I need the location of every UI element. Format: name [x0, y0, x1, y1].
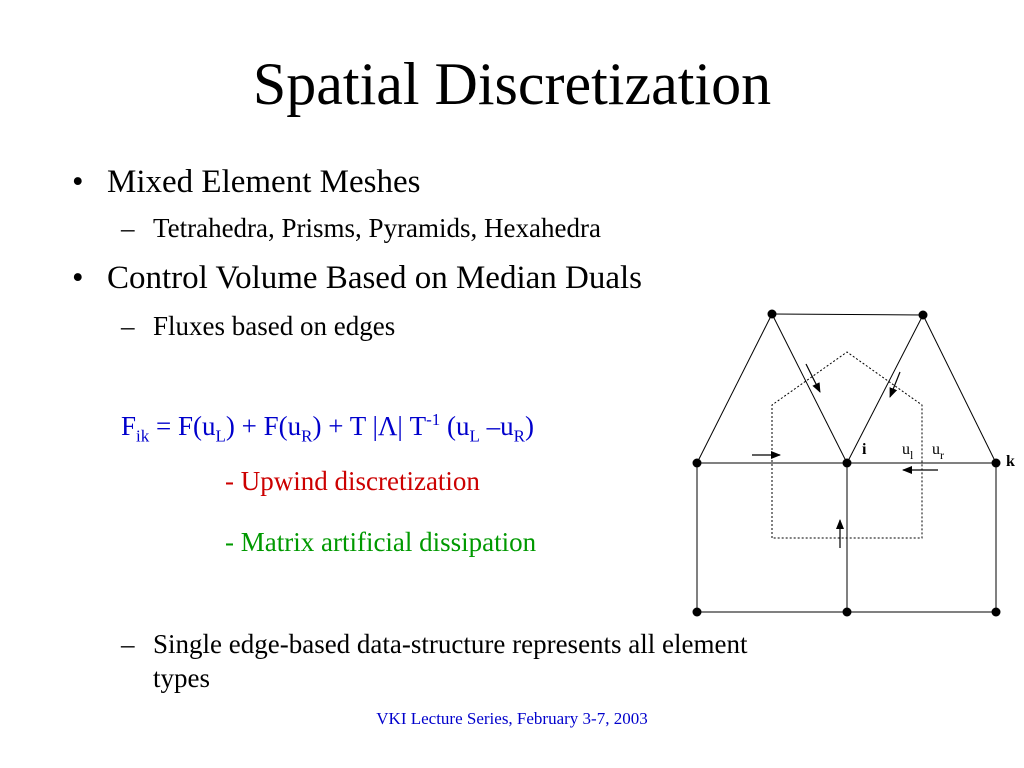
dash: –	[121, 213, 135, 243]
dash: –	[121, 311, 135, 341]
formula-part: )	[525, 411, 534, 441]
upwind-discretization-text: - Upwind discretization	[225, 466, 480, 496]
mesh-node	[692, 458, 702, 468]
bullet-text: Mixed Element Meshes	[107, 164, 421, 200]
formula-sub: R	[301, 426, 313, 446]
formula-sub: R	[513, 426, 525, 446]
mesh-edge	[696, 313, 773, 464]
flux-arrow	[805, 363, 821, 393]
node-label-i: i	[862, 441, 867, 458]
subbullet-text: Fluxes based on edges	[153, 311, 396, 341]
subbullet-fluxes: –Fluxes based on edges	[121, 310, 395, 342]
formula-part: ) + T |Λ| T	[312, 411, 427, 441]
mesh-node	[692, 607, 702, 617]
formula-sup: -1	[426, 410, 441, 429]
mesh-edge	[771, 313, 848, 464]
subbullet-text: Single edge-based data-structure represe…	[153, 629, 748, 659]
mesh-edge	[771, 313, 924, 316]
formula-part: –u	[479, 411, 514, 441]
footer: VKI Lecture Series, February 3-7, 2003	[376, 709, 648, 728]
mesh-node	[991, 458, 1001, 468]
slide-title: Spatial Discretization	[252, 51, 772, 117]
mesh-node	[842, 458, 852, 468]
bullet-text: Control Volume Based on Median Duals	[107, 260, 642, 296]
flux-arrow	[889, 371, 901, 398]
bullet-control-volume: • Control Volume Based on Median Duals	[72, 259, 642, 297]
dash: –	[121, 629, 135, 659]
formula-sub: L	[469, 426, 480, 446]
mesh-nodes	[692, 309, 1001, 617]
bullet-dot: •	[72, 260, 84, 296]
label-ur: ur	[932, 441, 944, 462]
bullet-dot: •	[72, 164, 84, 200]
formula-part: = F(u	[149, 411, 216, 441]
label-ul: ul	[902, 441, 914, 462]
node-label-k: k	[1006, 453, 1015, 470]
formula-sub: ik	[136, 426, 150, 446]
formula-part: (u	[440, 411, 470, 441]
bullet-mixed-element-meshes: • Mixed Element Meshes	[72, 163, 420, 201]
mesh-node	[767, 309, 777, 319]
formula-sub: L	[215, 426, 226, 446]
mesh-median-dual-diagram: i k ul ur	[692, 309, 1015, 617]
subbullet-single-edge: –Single edge-based data-structure repres…	[121, 628, 748, 660]
mesh-node	[842, 607, 852, 617]
flux-formula: Fik = F(uL) + F(uR) + T |Λ| T-1 (uL –uR)	[121, 403, 534, 453]
mesh-node	[918, 310, 928, 320]
subbullet-element-types: –Tetrahedra, Prisms, Pyramids, Hexahedra	[121, 212, 601, 244]
mesh-node	[991, 607, 1001, 617]
matrix-dissipation-text: - Matrix artificial dissipation	[225, 527, 537, 557]
mesh-edge	[922, 314, 997, 464]
flux-arrows	[752, 363, 938, 548]
formula-part: ) + F(u	[225, 411, 302, 441]
formula-part: F	[121, 411, 137, 441]
mesh-edge	[846, 314, 924, 464]
subbullet-single-edge-continued: types	[153, 663, 210, 693]
subbullet-text: Tetrahedra, Prisms, Pyramids, Hexahedra	[153, 213, 601, 243]
